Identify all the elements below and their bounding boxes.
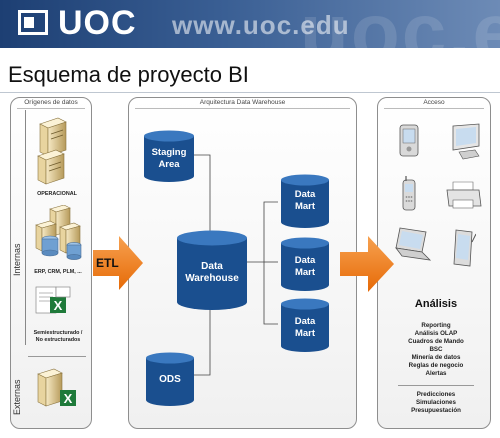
internal-bracket xyxy=(25,110,31,345)
data-mart-1-cylinder xyxy=(281,174,329,228)
data-mart-3-label-2: Mart xyxy=(294,328,316,339)
prediction-item: Simulaciones xyxy=(416,399,456,406)
operacional-label: OPERACIONAL xyxy=(37,191,77,197)
analysis-item: Reglas de negocio xyxy=(408,362,464,369)
staging-area-cylinder xyxy=(144,130,194,182)
header-watermark: uoc.edu xyxy=(300,0,500,48)
analysis-title: Análisis xyxy=(414,298,458,310)
analysis-item: Análisis OLAP xyxy=(414,330,458,337)
prediction-item: Presupuestación xyxy=(411,407,461,414)
page-title: Esquema de proyecto BI xyxy=(8,62,249,87)
data-mart-3-cylinder xyxy=(281,298,329,352)
uoc-logo-icon xyxy=(18,10,48,35)
mobile-phone-icon xyxy=(402,176,416,211)
staging-area-label-1: Staging xyxy=(151,147,187,158)
uoc-logo-text: UOC xyxy=(58,4,137,42)
staging-area-label-2: Area xyxy=(158,159,180,170)
external-source-icon: X xyxy=(37,368,76,407)
data-mart-2-cylinder xyxy=(281,237,329,291)
pda-icon xyxy=(399,124,419,157)
laptop-icon xyxy=(395,227,432,261)
prediction-item: Predicciones xyxy=(416,391,456,398)
printer-icon xyxy=(446,181,482,209)
dw-connectors xyxy=(192,154,278,376)
data-warehouse-label-2: Warehouse xyxy=(185,273,239,284)
title-divider xyxy=(0,92,500,93)
semi-structured-docs-icon: X xyxy=(35,286,71,314)
desktop-computer-icon xyxy=(452,123,480,160)
etl-arrow-icon xyxy=(93,236,143,290)
analysis-item: Minería de datos xyxy=(411,354,461,361)
operacional-server-icon xyxy=(37,117,67,185)
internas-label: Internas xyxy=(12,243,22,276)
ods-label: ODS xyxy=(159,374,181,385)
header-banner: uoc.edu UOC www.uoc.edu xyxy=(0,0,500,48)
tablet-icon xyxy=(453,229,476,267)
semi-label-line1: Semiestructurado / xyxy=(33,330,83,336)
data-mart-2-label-1: Data xyxy=(294,255,316,266)
data-mart-2-label-2: Mart xyxy=(294,267,316,278)
semi-label-line2: No estructurados xyxy=(35,337,81,343)
dw-panel-title-line xyxy=(135,108,350,109)
externas-label: Externas xyxy=(12,379,22,415)
erp-label: ERP, CRM, PLM, ... xyxy=(34,269,82,275)
access-panel: Acceso xyxy=(377,97,491,429)
ods-cylinder xyxy=(146,352,194,406)
svg-text:X: X xyxy=(54,298,63,313)
data-mart-3-label-1: Data xyxy=(294,316,316,327)
header-url: www.uoc.edu xyxy=(172,10,350,40)
access-arrow-icon xyxy=(340,236,394,292)
analysis-item: BSC xyxy=(429,346,443,353)
erp-servers-icon xyxy=(35,205,82,260)
data-warehouse-cylinder xyxy=(177,230,247,310)
access-panel-title: Acceso xyxy=(423,99,445,106)
analysis-item: Cuadros de Mando xyxy=(408,338,464,345)
dw-panel-title: Arquitectura Data Warehouse xyxy=(199,99,286,106)
sources-separator xyxy=(28,356,86,357)
analysis-item: Alertas xyxy=(425,370,447,377)
analysis-item: Reporting xyxy=(421,322,451,329)
data-mart-1-label-1: Data xyxy=(294,189,316,200)
data-warehouse-label-1: Data xyxy=(201,261,223,272)
sources-panel-title: Orígenes de datos xyxy=(24,99,78,106)
svg-text:X: X xyxy=(64,391,73,406)
sources-panel-title-line xyxy=(17,108,85,109)
data-mart-1-label-2: Mart xyxy=(294,201,316,212)
etl-label: ETL xyxy=(96,256,119,270)
access-separator xyxy=(398,385,474,386)
access-panel-title-line xyxy=(384,108,484,109)
